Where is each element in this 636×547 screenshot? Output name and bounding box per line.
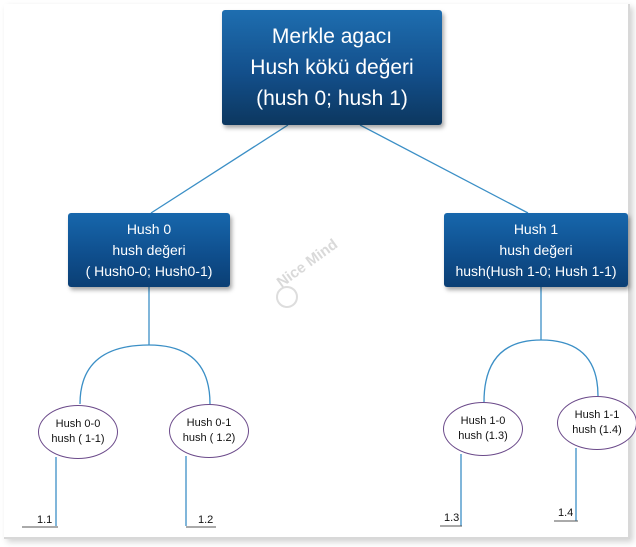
node-label: Hush 1-1	[574, 409, 620, 421]
edge-root-hush1	[359, 124, 529, 214]
node-hush-1-0: Hush 1-0 hush (1.3)	[443, 402, 523, 456]
root-formula: (hush 0; hush 1)	[256, 87, 408, 110]
node-hush-1-1: Hush 1-1 hush (1.4)	[557, 396, 636, 450]
edge-hush1-arc	[483, 339, 599, 403]
leaf-label-1-3: 1.3	[444, 512, 460, 524]
hush0-title: Hush 0	[126, 220, 172, 237]
hush0-node: Hush 0 hush değeri ( Hush0-0; Hush0-1)	[68, 213, 230, 287]
edge-hush0-arc	[79, 344, 211, 405]
leaf-label-1-1: 1.1	[37, 514, 53, 526]
hush0-subtitle: hush değeri	[112, 241, 186, 258]
hush1-formula: hush(Hush 1-0; Hush 1-1)	[455, 262, 617, 279]
node-value: hush (1.4)	[572, 424, 622, 436]
root-subtitle: Hush kökü değeri	[250, 56, 414, 79]
leaf-label-1-2: 1.2	[198, 514, 214, 526]
hush1-title: Hush 1	[513, 220, 559, 237]
node-hush-0-0: Hush 0-0 hush ( 1-1)	[38, 405, 118, 459]
node-hush-0-1: Hush 0-1 hush ( 1.2)	[169, 404, 249, 458]
node-label: Hush 0-0	[55, 418, 101, 430]
node-value: hush ( 1-1)	[51, 433, 105, 445]
hush0-formula: ( Hush0-0; Hush0-1)	[85, 262, 213, 279]
node-label: Hush 1-0	[460, 415, 506, 427]
root-title: Merkle agacı	[271, 25, 393, 48]
hush1-node: Hush 1 hush değeri hush(Hush 1-0; Hush 1…	[444, 213, 628, 287]
node-value: hush (1.3)	[458, 430, 508, 442]
leaf-label-1-4: 1.4	[558, 507, 574, 519]
node-label: Hush 0-1	[186, 417, 232, 429]
root-node: Merkle agacı Hush kökü değeri (hush 0; h…	[222, 10, 442, 125]
edge-root-hush0	[150, 124, 289, 214]
hush1-subtitle: hush değeri	[499, 241, 573, 258]
node-value: hush ( 1.2)	[182, 432, 236, 444]
